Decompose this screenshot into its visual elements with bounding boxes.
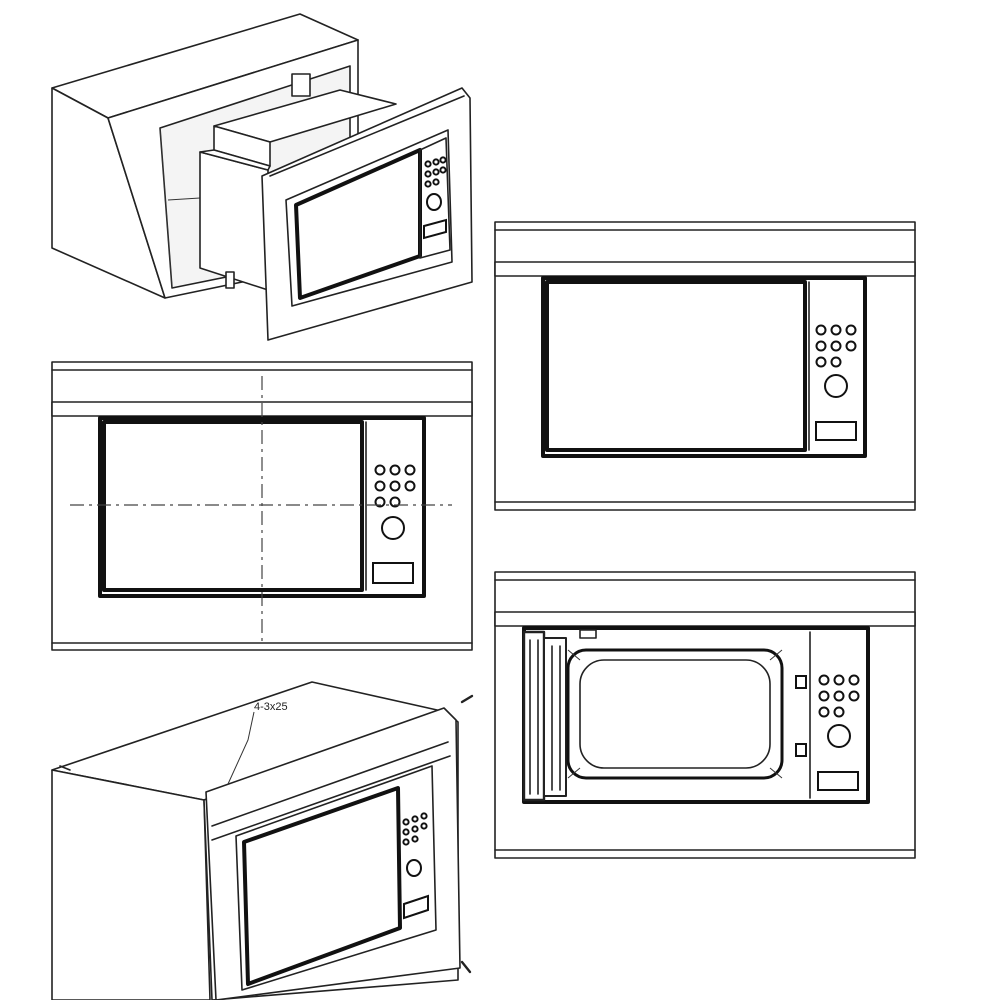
control-buttons (402, 812, 428, 846)
control-knob (381, 516, 405, 540)
step3-front-closed (494, 221, 916, 511)
cavity-inner-wall (579, 659, 771, 769)
microwave-window (242, 786, 402, 986)
control-display (817, 771, 859, 791)
mounting-bracket (291, 73, 311, 97)
oven-cavity (566, 648, 784, 780)
control-knob (827, 724, 851, 748)
screw-icon (460, 694, 474, 704)
control-knob (824, 374, 848, 398)
control-buttons (374, 464, 416, 508)
step4-door-open (494, 571, 916, 859)
door-latch-hole (795, 675, 807, 689)
step2-front-centered (51, 361, 473, 651)
door-latch-hole (795, 743, 807, 757)
control-buttons (818, 674, 860, 718)
control-buttons (815, 324, 857, 368)
microwave-body-side (199, 151, 269, 291)
microwave-window (545, 280, 807, 452)
screw-icon (460, 960, 472, 974)
control-buttons (424, 156, 447, 188)
control-display (403, 894, 429, 920)
microwave-door (285, 129, 453, 307)
step1-insert-into-cabinet (51, 13, 473, 341)
control-display (372, 562, 414, 584)
microwave-body-edge (199, 149, 271, 171)
cabinet-shelf-edge (494, 611, 916, 627)
control-panel (419, 137, 451, 259)
control-knob (406, 859, 422, 877)
screw-leader-line (227, 711, 255, 785)
control-display (815, 421, 857, 441)
step5-fix-with-screws: 4-3x25 (51, 681, 474, 1000)
microwave-window (102, 420, 364, 592)
open-door-edge (522, 629, 597, 802)
screw-label: 4-3x25 (254, 701, 288, 713)
cabinet-left-side (51, 769, 211, 1000)
microwave-frame (541, 276, 867, 458)
microwave-foot (225, 271, 235, 289)
control-knob (426, 193, 442, 211)
cabinet-shelf-edge (494, 261, 916, 277)
control-display (423, 218, 447, 240)
